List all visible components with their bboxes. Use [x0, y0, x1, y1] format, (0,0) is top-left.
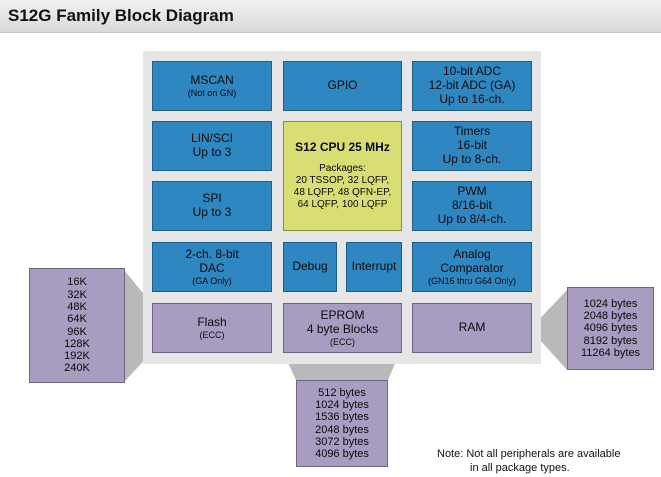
list-item: 11264 bytes — [580, 346, 641, 359]
ram-block: RAM — [412, 303, 532, 353]
ram-sizes-list: 1024 bytes 2048 bytes 4096 bytes 8192 by… — [567, 287, 654, 370]
dac-block: 2-ch. 8-bit DAC (GA Only) — [152, 242, 272, 292]
list-item: 4096 bytes — [583, 322, 638, 335]
gpio-block: GPIO — [283, 61, 402, 111]
list-item: 96K — [67, 325, 87, 338]
debug-block: Debug — [283, 242, 337, 292]
list-item: 64K — [67, 313, 87, 326]
list-item: 3072 bytes — [315, 435, 369, 448]
ram-callout-arrow — [530, 290, 567, 370]
interrupt-block: Interrupt — [346, 242, 402, 292]
list-item: 32K — [67, 288, 87, 301]
list-item: 48K — [67, 300, 87, 313]
list-item: 8192 bytes — [583, 334, 638, 347]
spi-block: SPI Up to 3 — [152, 181, 272, 231]
linsci-block: LIN/SCI Up to 3 — [152, 121, 272, 171]
list-item: 1024 bytes — [583, 297, 638, 310]
footnote-line-1: Note: Not all peripherals are available — [437, 448, 621, 460]
flash-sizes-list: 16K 32K 48K 64K 96K 128K 192K 240K — [29, 268, 125, 383]
title-bar: S12G Family Block Diagram — [0, 0, 661, 33]
list-item: 4096 bytes — [315, 448, 369, 461]
footnote: Note: Not all peripherals are available … — [437, 447, 620, 476]
mscan-block: MSCAN (Not on GN) — [152, 61, 272, 111]
timers-block: Timers 16-bit Up to 8-ch. — [412, 121, 532, 171]
list-item: 2048 bytes — [583, 310, 638, 323]
list-item: 16K — [67, 276, 87, 289]
eprom-sizes-list: 512 bytes 1024 bytes 1536 bytes 2048 byt… — [296, 380, 388, 467]
list-item: 1024 bytes — [315, 398, 369, 411]
list-item: 128K — [64, 337, 90, 350]
pwm-block: PWM 8/16-bit Up to 8/4-ch. — [412, 181, 532, 231]
cpu-block: S12 CPU 25 MHz Packages: 20 TSSOP, 32 LQ… — [283, 121, 402, 231]
comparator-block: Analog Comparator (GN16 thru G64 Only) — [412, 242, 532, 292]
eprom-block: EPROM 4 byte Blocks (ECC) — [283, 303, 402, 353]
diagram-title: S12G Family Block Diagram — [8, 6, 234, 25]
list-item: 192K — [64, 350, 90, 363]
list-item: 512 bytes — [318, 386, 366, 399]
list-item: 2048 bytes — [315, 423, 369, 436]
adc-block: 10-bit ADC 12-bit ADC (GA) Up to 16-ch. — [412, 61, 532, 111]
list-item: 240K — [64, 362, 90, 375]
flash-block: Flash (ECC) — [152, 303, 272, 353]
list-item: 1536 bytes — [315, 411, 369, 424]
footnote-line-2: in all package types. — [470, 462, 570, 475]
